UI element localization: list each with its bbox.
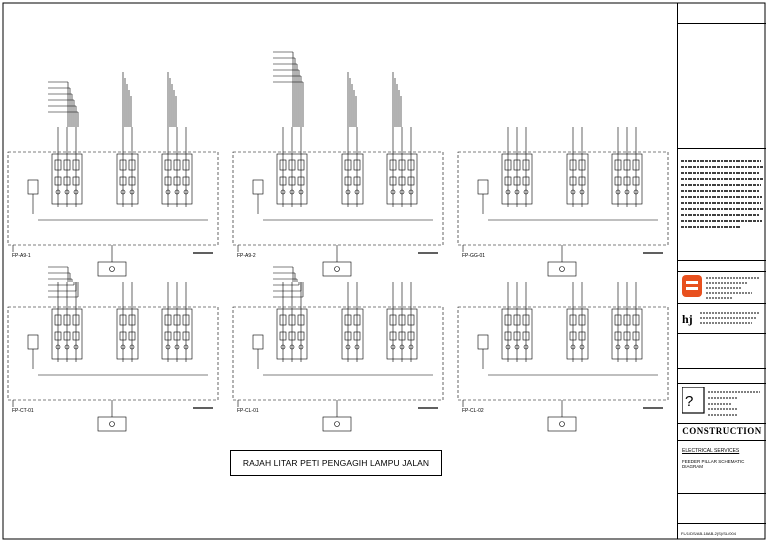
tb-divider [678,368,766,369]
tb-divider [678,271,766,272]
svg-text:?: ? [685,393,693,410]
tb-divider [678,440,766,441]
panel-tag-4: FP-CT-01 [12,408,34,414]
consultant-logo: hj [682,312,760,326]
feeder-pillar-panel [232,266,444,432]
tb-divider [678,148,766,149]
status-stamp: CONSTRUCTION [682,426,762,436]
panel-tag-3: FP-GG-01 [462,253,486,259]
tb-divider [678,303,766,304]
drawing-title: FEEDER PILLAR SCHEMATIC DIAGRAM [682,459,745,469]
engineer-logo: ? [682,387,760,416]
tb-divider [678,333,766,334]
tb-divider [678,523,766,524]
client-logo [682,275,760,299]
drawing-number: FL/1/DS/AB-18AB-2(S)/SL/004 [681,531,736,536]
panel-tag-2: FP-A9-2 [237,253,256,259]
tb-divider [678,423,766,424]
feeder-pillar-panel [457,127,669,277]
diagram-title: RAJAH LITAR PETI PENGAGIH LAMPU JALAN [230,450,442,476]
feeder-pillar-panel [457,282,669,432]
tb-divider [678,23,766,24]
tb-divider [678,383,766,384]
tb-divider [678,260,766,261]
panels-layer [7,51,669,432]
svg-text:hj: hj [682,312,693,326]
tb-divider [678,493,766,494]
notes-block [681,158,765,239]
feeder-pillar-panel [7,266,219,432]
title-block: hj ? CONSTRUCTION ELECTRICAL SERVICES FE… [677,3,766,539]
panel-tag-5: FP-CL-01 [237,408,259,414]
feeder-pillar-panel [7,72,219,277]
notes-scribble [681,160,763,228]
feeder-pillar-panel [232,51,444,277]
panel-tag-1: FP-A9-1 [12,253,31,259]
discipline-label: ELECTRICAL SERVICES [682,448,740,454]
panel-tag-6: FP-CL-02 [462,408,484,414]
